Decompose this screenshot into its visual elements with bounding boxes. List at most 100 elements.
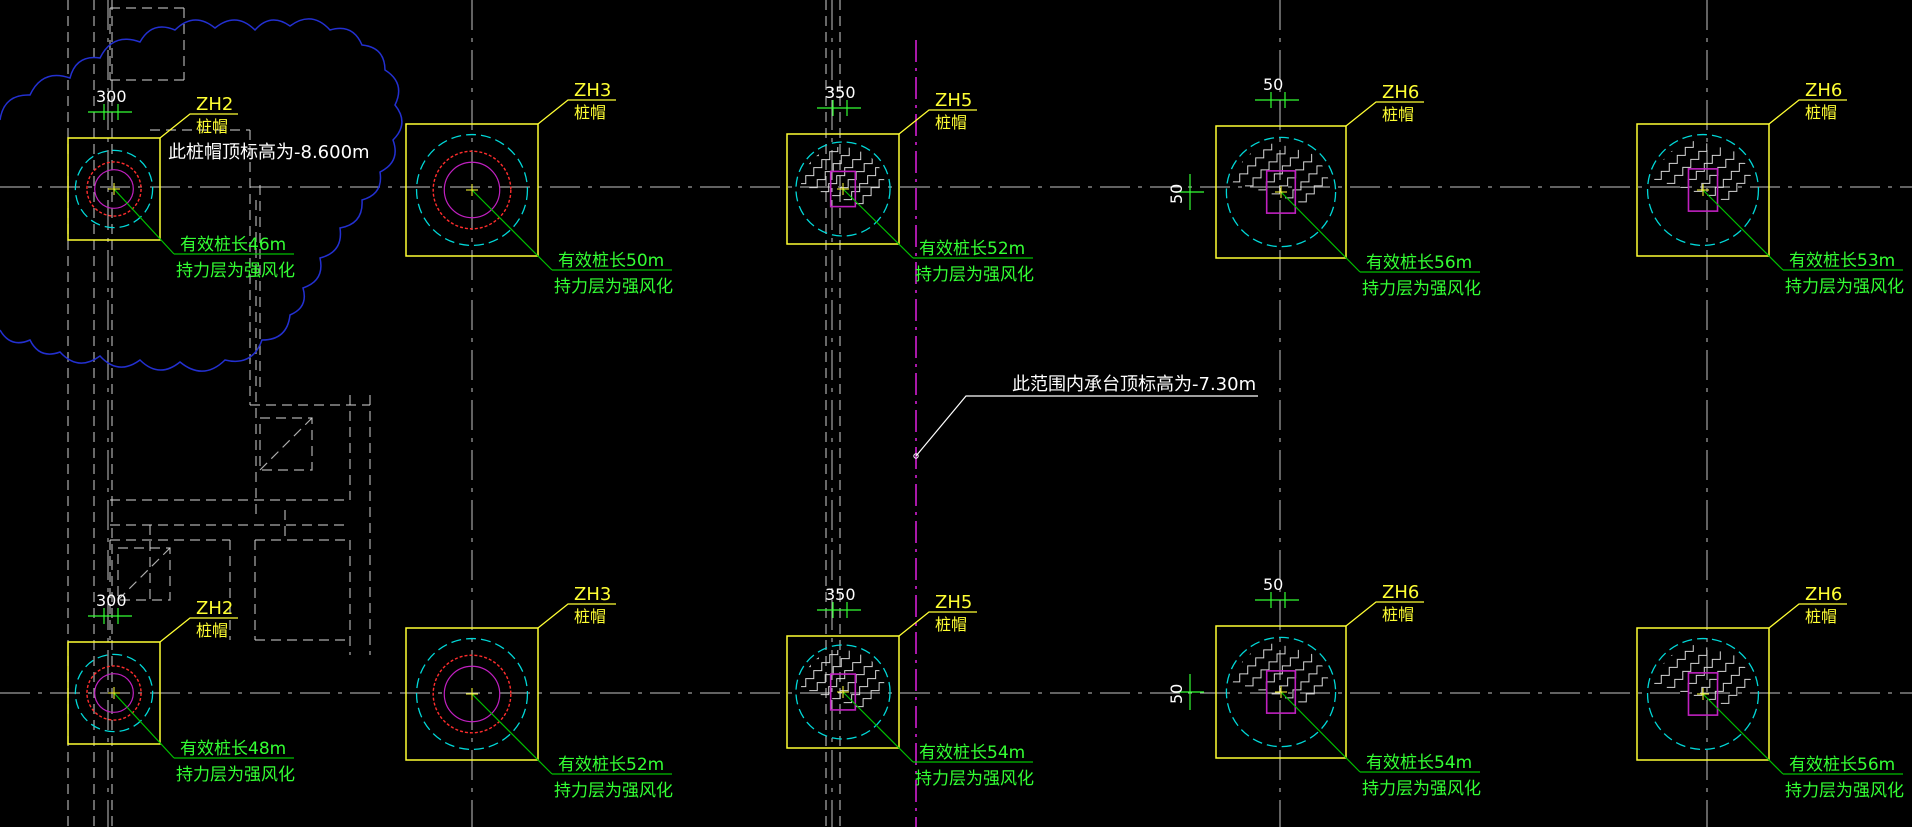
column-outline [829,170,857,208]
pile-circle [415,637,529,751]
cap-subtitle: 桩帽 [1382,605,1414,624]
pile-cap-group: 有效桩长53m 持力层为强风化 ZH6 桩帽 [1636,80,1904,297]
bearing-layer-label: 持力层为强风化 [915,265,1034,285]
pile-circle [795,141,891,237]
length-leader [1702,189,1784,271]
opening-diagonal [259,417,313,471]
column-outline [1687,168,1719,212]
rebar-ring [86,161,142,217]
cap-outline [786,635,900,749]
cap-subtitle: 桩帽 [196,621,228,640]
length-leader [1702,693,1784,775]
bearing-layer-label: 持力层为强风化 [1362,279,1481,299]
column-outline [1687,672,1719,716]
side-dim-label: 50 [1167,684,1186,704]
column-outline [1265,670,1297,714]
cap-subtitle: 桩帽 [1805,607,1837,626]
cap-outline [1215,625,1347,759]
pile-length-label: 有效桩长52m [558,755,664,775]
rebar-ring [86,665,142,721]
cap-name-leader [1345,101,1424,127]
bearing-layer-label: 持力层为强风化 [1785,277,1904,297]
cap-id-label: ZH2 [196,598,233,619]
length-leader [113,692,175,759]
cap-outline [1636,627,1770,761]
column-outline [1265,170,1297,214]
hidden-opening [259,417,313,471]
inner-ring [94,673,134,713]
cap-id-label: ZH6 [1382,582,1419,603]
cap-id-label: ZH3 [574,584,611,605]
cap-id-label: ZH5 [935,90,972,111]
length-leader [842,188,914,259]
cap-id-label: ZH5 [935,592,972,613]
pile-circle [74,653,154,733]
pile-length-label: 有效桩长53m [1789,251,1895,271]
cap-id-label: ZH6 [1805,80,1842,101]
column-outline [829,673,857,711]
cap-name-leader [1768,99,1847,125]
dim-label: 350 [825,585,856,604]
cap-id-label: ZH6 [1805,584,1842,605]
cap-id-label: ZH6 [1382,82,1419,103]
range-note-leader [915,395,1258,457]
length-leader [842,691,914,763]
inner-ring [443,665,501,723]
dim-label: 300 [96,87,127,106]
cap-outline [67,137,161,241]
cap-id-label: ZH2 [196,94,233,115]
cap-subtitle: 桩帽 [935,615,967,634]
cap-name-leader [159,113,238,139]
length-leader [471,189,553,271]
bearing-layer-label: 持力层为强风化 [176,765,295,785]
cap-name-leader [898,109,977,135]
pile-cap-group: 有效桩长52m 持力层为强风化 ZH3 桩帽 [405,584,673,801]
rebar-ring [432,654,512,734]
range-elevation-note: 此范围内承台顶标高为-7.30m [1012,374,1256,395]
inner-ring [443,161,501,219]
pile-cap-group: 有效桩长56m 持力层为强风化 ZH6 桩帽 [1636,584,1904,801]
pile-circle [74,149,154,229]
cap-id-label: ZH3 [574,80,611,101]
pile-circle [415,133,529,247]
dim-label: 50 [1263,575,1283,594]
rebar-ring [432,150,512,230]
cap-outline [786,133,900,245]
cap-name-leader [1345,601,1424,627]
notes-layer: 此桩帽顶标高为-8.600m 此范围内承台顶标高为-7.30m [168,142,1258,459]
bearing-layer-label: 持力层为强风化 [915,769,1034,789]
pile-circle [1225,136,1337,248]
side-dim-label: 50 [1167,184,1186,204]
cap-subtitle: 桩帽 [574,103,606,122]
cap-subtitle: 桩帽 [935,113,967,132]
dim-label: 300 [96,591,127,610]
pile-length-label: 有效桩长54m [919,743,1025,763]
pile-length-label: 有效桩长54m [1366,753,1472,773]
length-leader [113,188,175,255]
pile-circle [1646,133,1760,247]
cap-outline [67,641,161,745]
cap-name-leader [1768,603,1847,629]
bearing-layer-label: 持力层为强风化 [1785,781,1904,801]
pile-length-label: 有效桩长56m [1789,755,1895,775]
pile-circle [795,644,891,740]
cap-subtitle: 桩帽 [574,607,606,626]
inner-ring [94,169,134,209]
cap-outline [1636,123,1770,257]
bearing-layer-label: 持力层为强风化 [554,781,673,801]
cap-elevation-note: 此桩帽顶标高为-8.600m [168,142,370,163]
length-leader [471,693,553,775]
range-note-anchor [913,453,919,459]
cap-name-leader [537,603,616,629]
pile-circle [1646,637,1760,751]
cap-subtitle: 桩帽 [1805,103,1837,122]
revision-cloud [0,18,403,372]
cap-subtitle: 桩帽 [1382,105,1414,124]
